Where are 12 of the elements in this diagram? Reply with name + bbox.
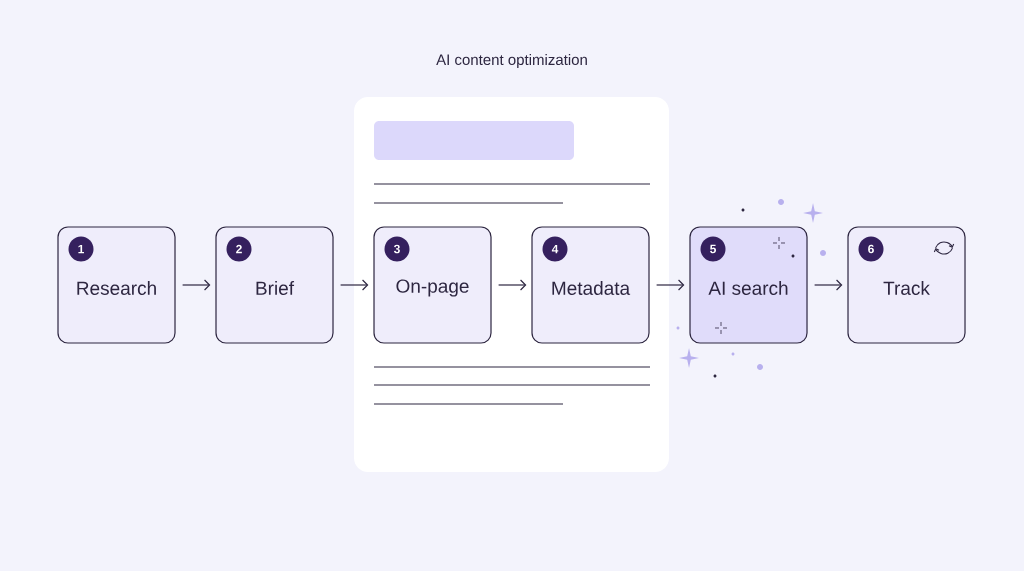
number-badge: 3 bbox=[384, 236, 410, 262]
arrow bbox=[656, 279, 685, 291]
arrow bbox=[498, 279, 527, 291]
number-badge: 2 bbox=[226, 236, 252, 262]
number-badge: 1 bbox=[68, 236, 94, 262]
number-badge: 6 bbox=[858, 236, 884, 262]
arrow bbox=[340, 279, 369, 291]
title: AI content optimization bbox=[436, 54, 587, 68]
number-badge: 4 bbox=[542, 236, 568, 262]
arrow bbox=[814, 279, 843, 291]
arrow bbox=[182, 279, 211, 291]
number-badge: 5 bbox=[700, 236, 726, 262]
